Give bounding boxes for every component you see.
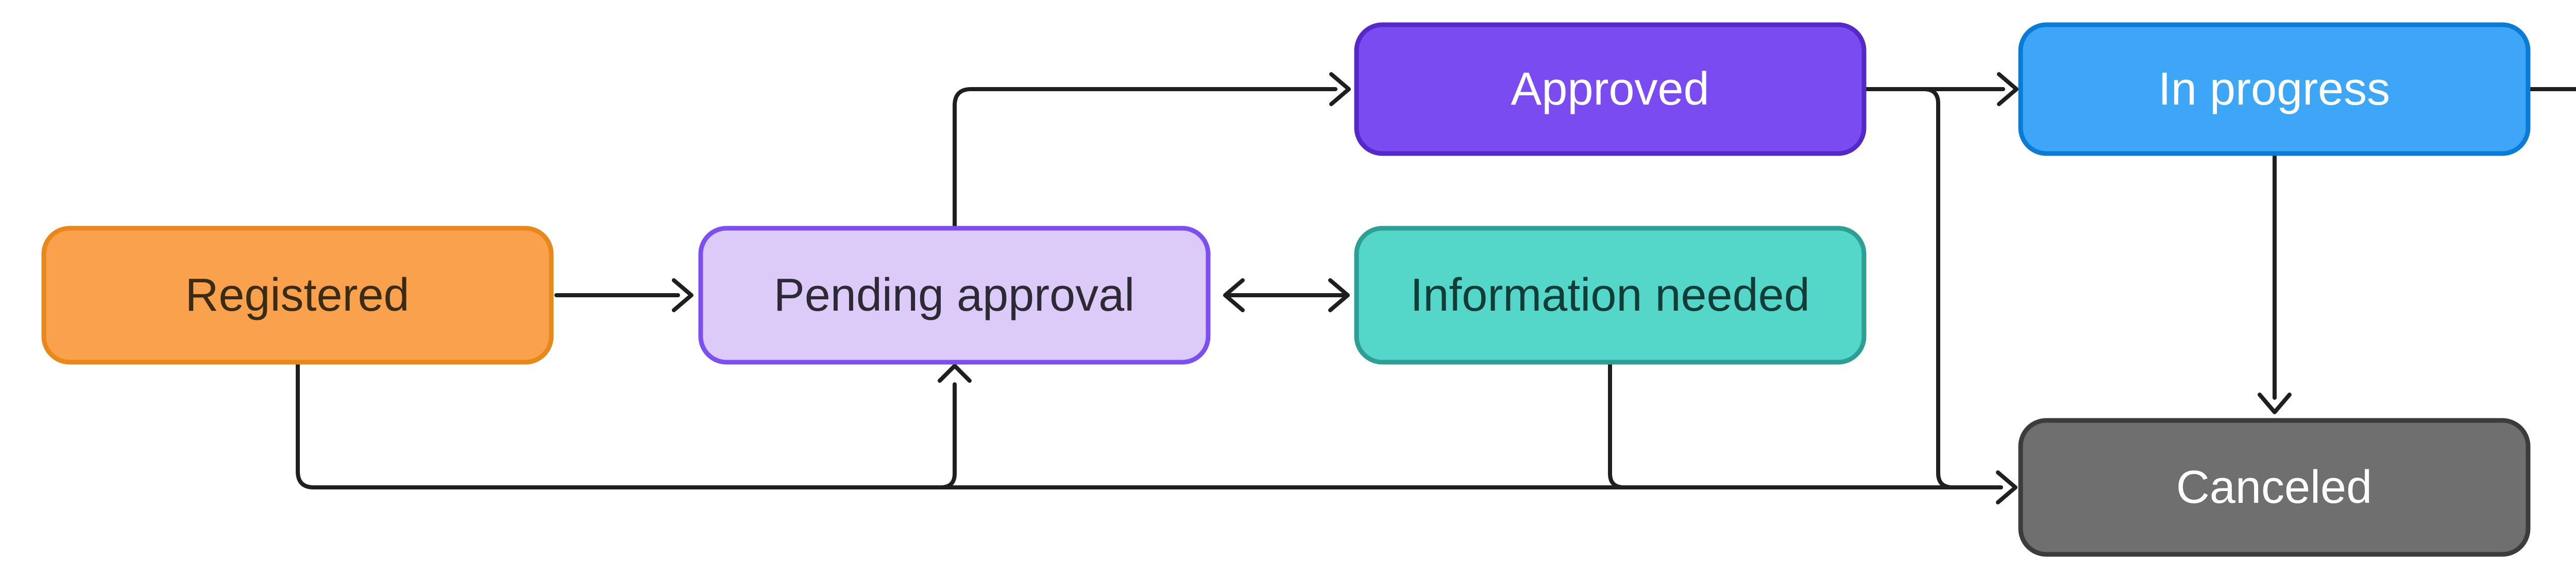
edge-information-needed-to-bottom-line bbox=[1608, 360, 1626, 489]
node-canceled[interactable]: Canceled bbox=[2018, 418, 2531, 557]
edge-approved-to-in-progress bbox=[1862, 72, 2019, 106]
node-registered-label: Registered bbox=[185, 269, 409, 321]
node-registered-shape[interactable] bbox=[41, 226, 554, 365]
edges bbox=[296, 72, 2576, 504]
node-in-progress-shape[interactable] bbox=[2018, 22, 2531, 156]
node-registered[interactable]: Registered bbox=[41, 226, 554, 365]
node-information-needed-shape[interactable] bbox=[1354, 226, 1867, 365]
node-information-needed[interactable]: Information needed bbox=[1354, 226, 1867, 365]
edge-approved-to-bottom-line bbox=[1922, 87, 1955, 489]
node-in-progress[interactable]: In progress bbox=[2018, 22, 2531, 156]
edge-pending-approval-to-approved bbox=[953, 72, 1351, 230]
edge-pending-approval-information-needed-bidirectional bbox=[1223, 278, 1350, 312]
edge-bottom-line-to-pending-approval bbox=[938, 364, 972, 489]
node-approved-label: Approved bbox=[1511, 63, 1709, 115]
node-canceled-shape[interactable] bbox=[2018, 418, 2531, 557]
node-pending-approval-shape[interactable] bbox=[698, 226, 1211, 365]
edge-in-progress-to-canceled bbox=[2258, 151, 2292, 414]
node-pending-approval[interactable]: Pending approval bbox=[698, 226, 1211, 365]
node-in-progress-label: In progress bbox=[2158, 63, 2390, 115]
node-approved[interactable]: Approved bbox=[1354, 22, 1867, 156]
node-approved-shape[interactable] bbox=[1354, 22, 1867, 156]
node-information-needed-label: Information needed bbox=[1410, 269, 1810, 321]
nodes: Registered Pending approval Information … bbox=[41, 22, 2531, 557]
node-pending-approval-label: Pending approval bbox=[774, 269, 1135, 321]
edge-in-progress-to-completed bbox=[2526, 87, 2576, 91]
node-canceled-label: Canceled bbox=[2176, 462, 2372, 513]
edge-registered-to-pending-approval bbox=[554, 278, 693, 312]
edge-registered-to-canceled-trunk bbox=[296, 360, 2018, 504]
